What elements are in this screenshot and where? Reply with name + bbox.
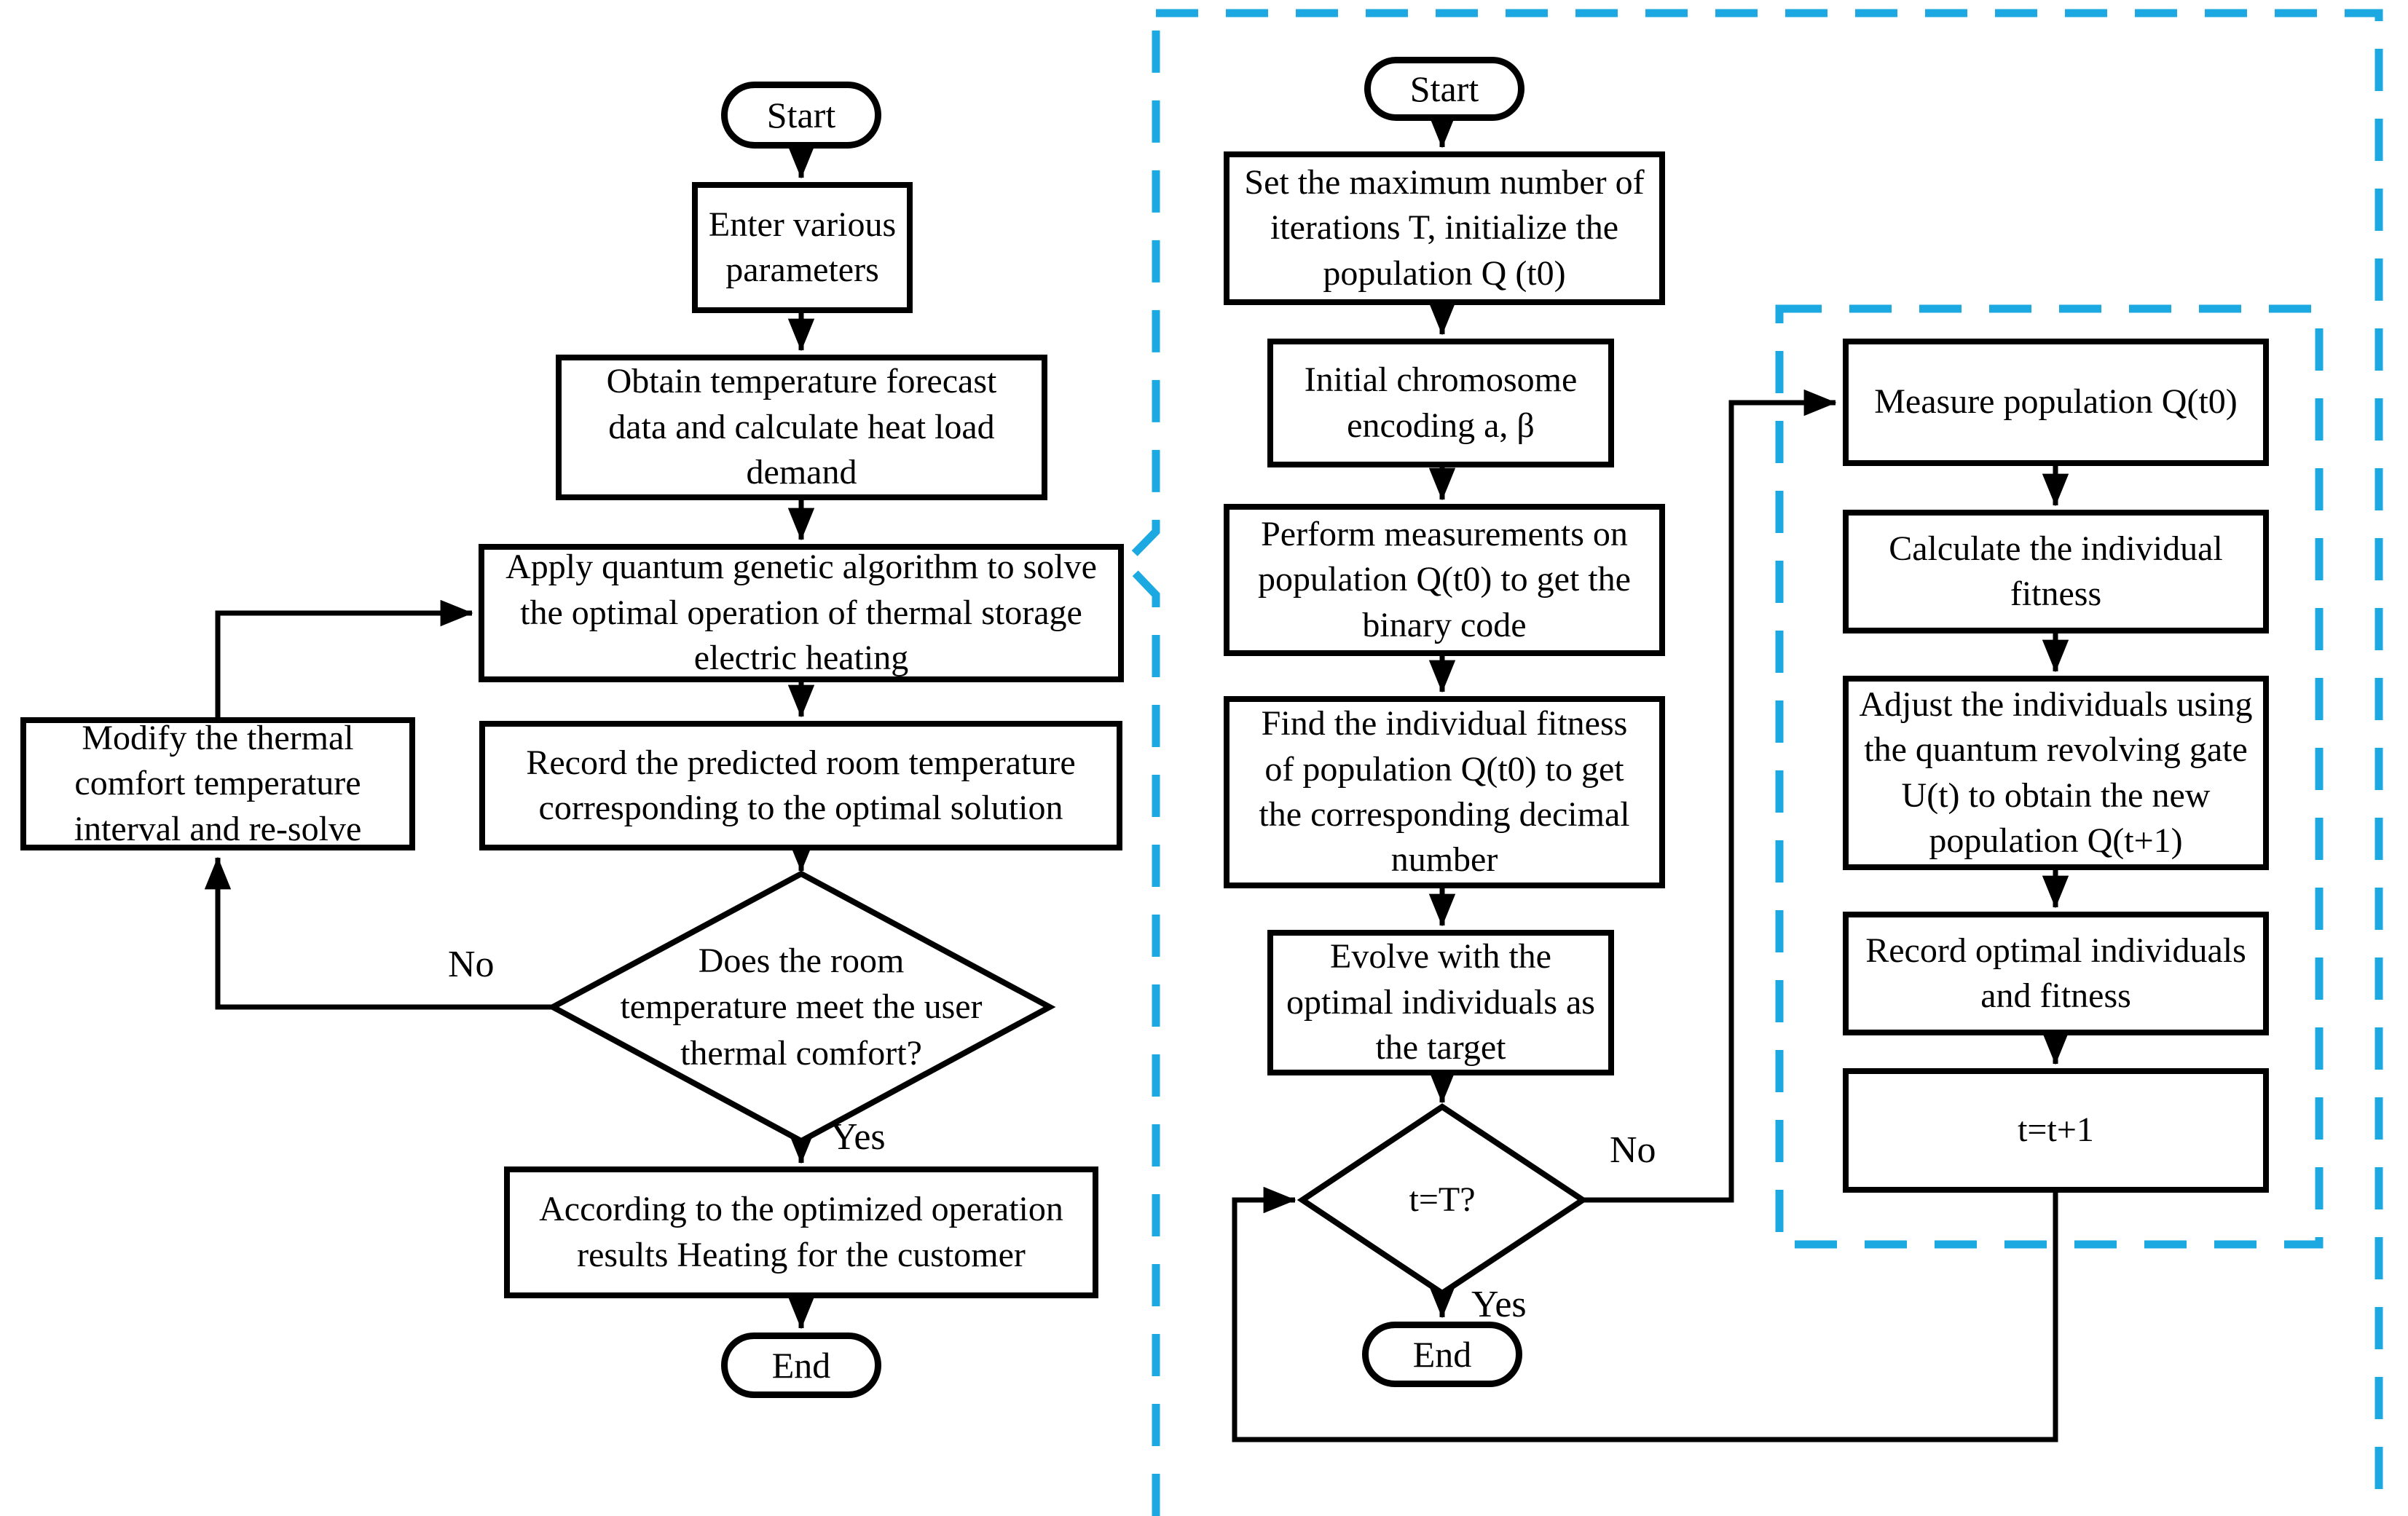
decision-room-comfort-shape: [546, 870, 1056, 1145]
left-yes-label: Yes: [830, 1116, 886, 1158]
left-step-enter-parameters-text: Enter various parameters: [708, 205, 897, 289]
left-yes-text: Yes: [830, 1116, 886, 1158]
left-step-record-temperature-text: Record the predicted room temperature co…: [526, 743, 1076, 827]
qga-loop-record-optimal-text: Record optimal individuals and fitness: [1865, 931, 2246, 1015]
left-step-apply-qga-text: Apply quantum genetic algorithm to solve…: [505, 548, 1097, 678]
qga-yes-text: Yes: [1471, 1284, 1527, 1325]
outer-dashed-border: [1120, 9, 2383, 1516]
left-step-according-heating-text: According to the optimized operation res…: [539, 1190, 1063, 1274]
qga-step-perform-measurements-text: Perform measurements on population Q(t0)…: [1258, 514, 1631, 644]
qga-end-terminator: End: [1362, 1322, 1522, 1387]
qga-loop-increment-t: t=t+1: [1843, 1068, 2269, 1193]
qga-loop-calculate-fitness: Calculate the individual fitness: [1843, 510, 2269, 633]
no-path-decision-to-measure: [1583, 389, 1837, 1203]
qga-loop-adjust-individuals: Adjust the individuals using the quantum…: [1843, 676, 2269, 870]
left-start-label: Start: [766, 95, 836, 135]
qga-start-terminator: Start: [1364, 57, 1524, 121]
left-start-terminator: Start: [721, 82, 881, 149]
inner-dashed-border: [1775, 304, 2324, 1249]
qga-loop-adjust-individuals-text: Adjust the individuals using the quantum…: [1859, 684, 2253, 860]
left-step-modify-comfort-text: Modify the thermal comfort temperature i…: [74, 718, 362, 848]
decision-t-equals-T-shape: [1297, 1103, 1589, 1297]
left-step-according-heating: According to the optimized operation res…: [504, 1166, 1098, 1298]
left-no-label: No: [448, 943, 495, 986]
left-step-record-temperature: Record the predicted room temperature co…: [479, 721, 1122, 850]
qga-yes-label: Yes: [1471, 1283, 1527, 1326]
left-decision-room-comfort-label: Does the room temperature meet the user …: [620, 941, 983, 1073]
left-step-enter-parameters: Enter various parameters: [692, 182, 913, 313]
qga-loop-measure-population-text: Measure population Q(t0): [1874, 382, 2238, 422]
no-path-decision-to-modify: [204, 856, 553, 1010]
left-step-obtain-forecast-text: Obtain temperature forecast data and cal…: [606, 362, 997, 492]
left-decision-room-comfort-text: Does the room temperature meet the user …: [597, 907, 1005, 1108]
qga-step-perform-measurements: Perform measurements on population Q(t0)…: [1224, 504, 1665, 656]
qga-no-text: No: [1610, 1129, 1656, 1171]
qga-no-label: No: [1610, 1129, 1656, 1172]
qga-step-set-iterations: Set the maximum number of iterations T, …: [1224, 151, 1665, 305]
qga-step-evolve: Evolve with the optimal individuals as t…: [1267, 930, 1614, 1075]
loop-path-increment-to-decision: [1232, 1186, 2058, 1442]
qga-loop-record-optimal: Record optimal individuals and fitness: [1843, 912, 2269, 1035]
qga-end-label: End: [1412, 1334, 1472, 1375]
left-no-text: No: [448, 944, 495, 985]
qga-decision-t-equals-T-text: t=T?: [1369, 1164, 1515, 1236]
qga-loop-increment-t-text: t=t+1: [2018, 1110, 2094, 1150]
qga-step-initial-encoding: Initial chromosome encoding a, β: [1267, 339, 1614, 467]
qga-step-find-fitness: Find the individual fitness of populatio…: [1224, 696, 1665, 888]
left-end-label: End: [771, 1345, 831, 1386]
qga-decision-t-equals-T-label: t=T?: [1409, 1180, 1476, 1220]
qga-step-set-iterations-text: Set the maximum number of iterations T, …: [1244, 162, 1645, 293]
qga-step-find-fitness-text: Find the individual fitness of populatio…: [1259, 704, 1630, 880]
path-modify-to-apply: [215, 599, 473, 717]
qga-step-initial-encoding-text: Initial chromosome encoding a, β: [1304, 360, 1578, 445]
left-step-apply-qga: Apply quantum genetic algorithm to solve…: [479, 544, 1124, 682]
left-step-modify-comfort: Modify the thermal comfort temperature i…: [20, 717, 415, 850]
qga-step-evolve-text: Evolve with the optimal individuals as t…: [1286, 937, 1595, 1067]
left-step-obtain-forecast: Obtain temperature forecast data and cal…: [556, 355, 1047, 500]
qga-loop-calculate-fitness-text: Calculate the individual fitness: [1889, 529, 2223, 613]
qga-loop-measure-population: Measure population Q(t0): [1843, 339, 2269, 466]
left-end-terminator: End: [721, 1333, 881, 1398]
qga-start-label: Start: [1409, 68, 1479, 109]
